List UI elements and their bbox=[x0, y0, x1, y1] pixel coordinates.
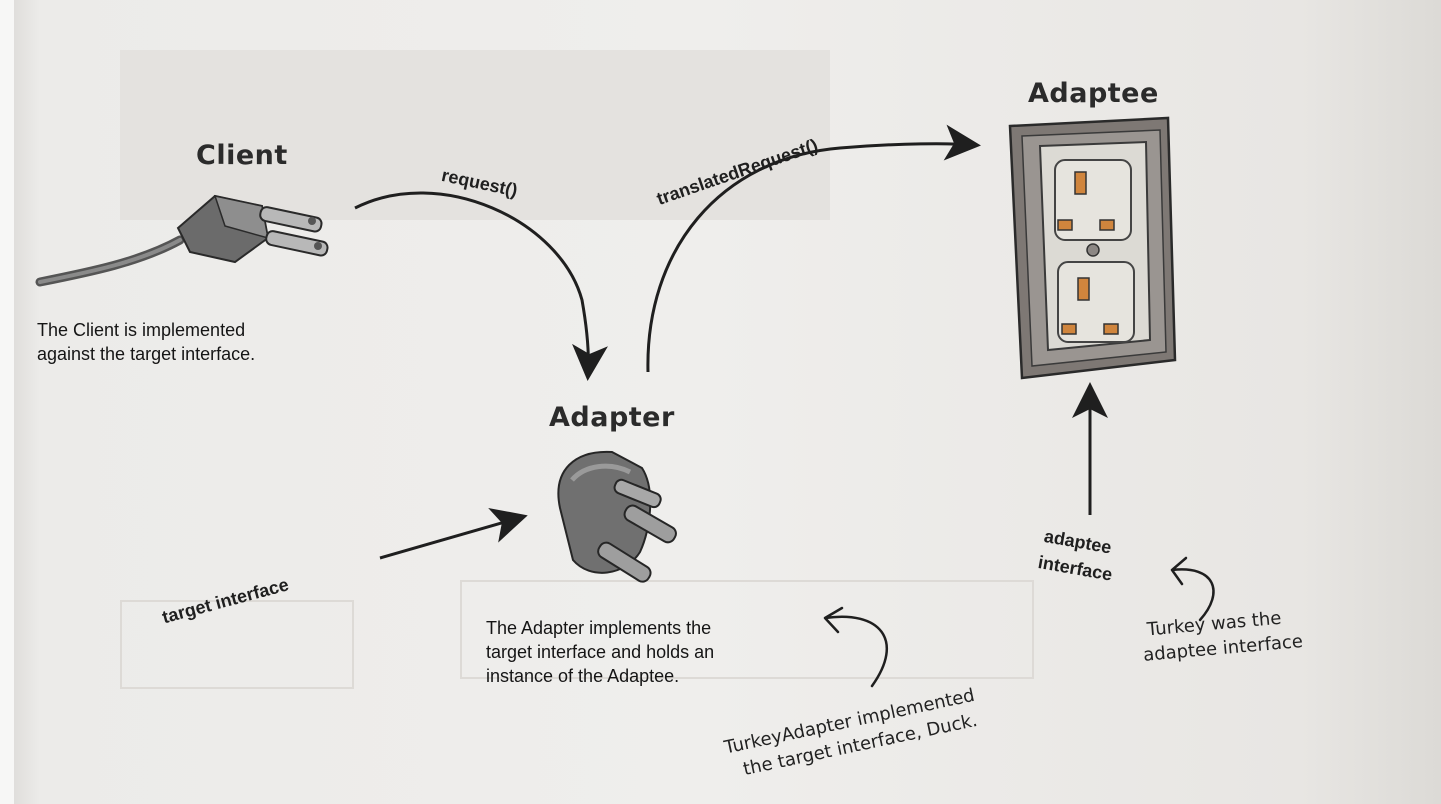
turkeyadapter-curl-arrow bbox=[823, 606, 889, 688]
adapter-note-line: target interface and holds an bbox=[486, 642, 715, 662]
client-note-line: against the target interface. bbox=[37, 344, 256, 364]
adaptee-title: Adaptee bbox=[1028, 78, 1159, 109]
client-title: Client bbox=[196, 140, 288, 171]
bleed-through-box bbox=[460, 580, 1034, 679]
adapter-note-line: instance of the Adaptee. bbox=[486, 666, 680, 686]
adapter-plug-icon bbox=[557, 450, 677, 583]
translated-request-arrow bbox=[646, 124, 981, 373]
target-interface-arrow bbox=[379, 508, 528, 560]
adapter-note: The Adapter implements the target interf… bbox=[486, 616, 714, 688]
plug-icon bbox=[35, 194, 329, 287]
adapter-note-line: The Adapter implements the bbox=[486, 618, 712, 638]
wall-outlet-icon bbox=[1008, 116, 1177, 380]
client-note: The Client is implemented against the ta… bbox=[37, 318, 255, 366]
adapter-title: Adapter bbox=[549, 402, 675, 433]
client-note-line: The Client is implemented bbox=[37, 320, 246, 340]
turkey-curl-arrow bbox=[1170, 556, 1215, 622]
bleed-through-box bbox=[120, 50, 830, 220]
request-arrow bbox=[354, 191, 608, 381]
bleed-through-box bbox=[120, 600, 354, 689]
page-edge bbox=[0, 0, 14, 804]
